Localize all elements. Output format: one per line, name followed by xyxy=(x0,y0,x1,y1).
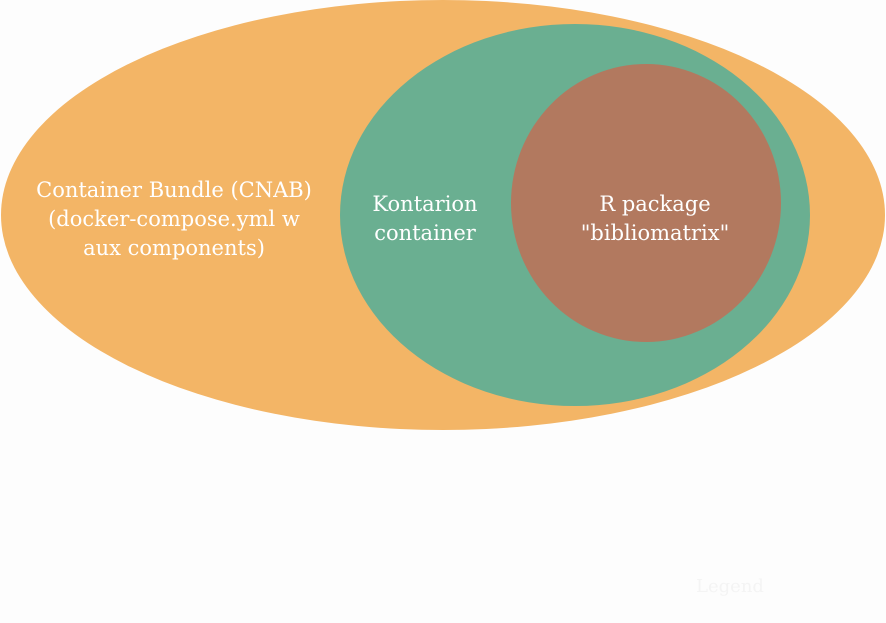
rpackage-label: R package "bibliomatrix" xyxy=(580,192,730,245)
caption-label: Legend xyxy=(696,576,764,597)
kontarion-label: Kontarion container xyxy=(372,192,478,245)
cnab-label: Container Bundle (CNAB) (docker-compose.… xyxy=(36,178,312,260)
rpackage-circle xyxy=(511,64,781,342)
